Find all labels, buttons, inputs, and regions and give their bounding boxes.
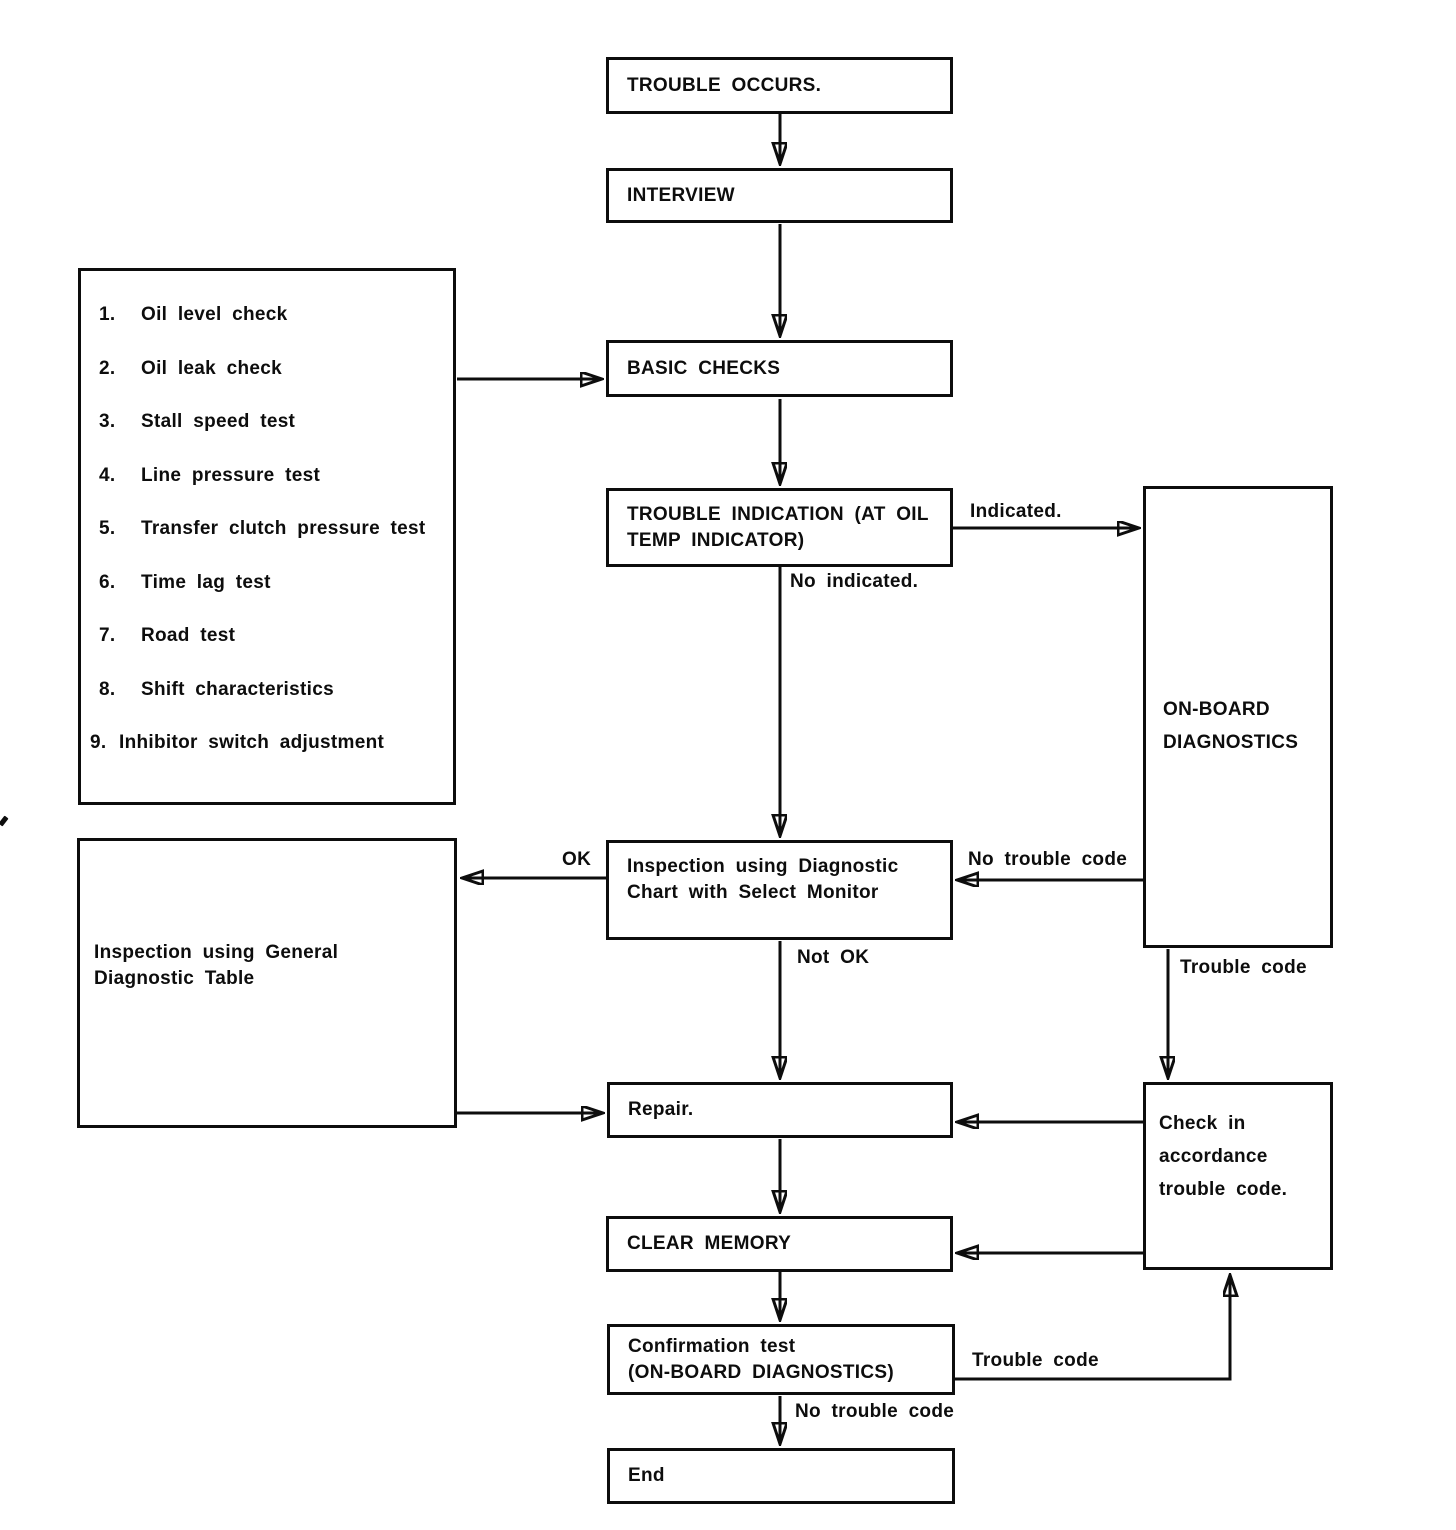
node-basic-checks-list: 1. Oil level check 2. Oil leak check 3. Stall… — [78, 268, 456, 805]
checklist-item: 1. Oil level check — [99, 302, 426, 356]
edge-label-ok: OK — [562, 849, 592, 870]
checklist-item: 8. Shift characteristics — [99, 677, 426, 731]
node-check-accordance-label: Check in accordance trouble code. — [1159, 1113, 1288, 1200]
checklist-item-text: Transfer clutch pressure test — [141, 518, 426, 539]
checklist-item-number: 7. — [99, 625, 116, 646]
node-confirmation-test-label: Confirmation test (ON-BOARD DIAGNOSTICS) — [628, 1335, 894, 1383]
node-onboard-diagnostics-label: ON-BOARD DIAGNOSTICS — [1163, 699, 1299, 753]
node-clear-memory-label: CLEAR MEMORY — [627, 1233, 792, 1254]
checklist-item: 6. Time lag test — [99, 570, 426, 624]
node-inspection-general-table: Inspection using General Diagnostic Tabl… — [77, 838, 457, 1128]
checklist-item-text: Oil level check — [141, 304, 288, 325]
edge-label-not-ok: Not OK — [797, 947, 870, 968]
checklist-item-number: 1. — [99, 304, 116, 325]
node-interview: INTERVIEW — [606, 168, 953, 223]
checklist-item-text: Oil leak check — [141, 357, 282, 379]
edge-label-no-trouble-code-select: No trouble code — [968, 849, 1128, 870]
basic-checks-list: 1. Oil level check 2. Oil leak check 3. Stall… — [81, 271, 426, 784]
edge-label-trouble-code-onboard: Trouble code — [1180, 957, 1307, 978]
node-repair: Repair. — [607, 1082, 953, 1138]
checklist-item-number: 4. — [99, 464, 116, 486]
node-end: End — [607, 1448, 955, 1504]
edge-label-no-trouble-code-confirm: No trouble code — [795, 1401, 955, 1422]
node-repair-label: Repair. — [628, 1099, 694, 1120]
checklist-item-number: 8. — [99, 678, 116, 700]
node-check-accordance: Check in accordance trouble code. — [1143, 1082, 1333, 1270]
checklist-item-text: Shift characteristics — [141, 678, 334, 700]
checklist-item-text: Line pressure test — [141, 464, 321, 486]
node-confirmation-test: Confirmation test (ON-BOARD DIAGNOSTICS) — [607, 1324, 955, 1395]
node-trouble-occurs-label: TROUBLE OCCURS. — [627, 74, 822, 96]
checklist-item-text: Inhibitor switch adjustment — [119, 732, 385, 753]
node-trouble-occurs: TROUBLE OCCURS. — [606, 57, 953, 114]
checklist-item: 7. Road test — [99, 623, 426, 677]
node-trouble-indication: TROUBLE INDICATION (AT OIL TEMP INDICATO… — [606, 488, 953, 567]
checklist-item-number: 3. — [99, 411, 116, 432]
scan-artifact — [0, 815, 9, 827]
edge-label-no-indicated: No indicated. — [790, 571, 919, 592]
checklist-item-number: 5. — [99, 518, 116, 539]
checklist-item-text: Time lag test — [141, 571, 271, 593]
checklist-item: 9. Inhibitor switch adjustment — [90, 730, 426, 784]
node-trouble-indication-label: TROUBLE INDICATION (AT OIL TEMP INDICATO… — [627, 503, 929, 551]
node-interview-label: INTERVIEW — [627, 184, 735, 206]
checklist-item: 3. Stall speed test — [99, 409, 426, 463]
node-inspection-select-monitor-label: Inspection using Diagnostic Chart with S… — [627, 856, 899, 903]
edge-label-trouble-code-confirm: Trouble code — [972, 1350, 1099, 1371]
edge-label-indicated: Indicated. — [970, 501, 1062, 522]
checklist-item: 5. Transfer clutch pressure test — [99, 516, 426, 570]
checklist-item: 2. Oil leak check — [99, 356, 426, 410]
node-onboard-diagnostics: ON-BOARD DIAGNOSTICS — [1143, 486, 1333, 948]
checklist-item-number: 9. — [90, 732, 107, 753]
node-basic-checks-label: BASIC CHECKS — [627, 357, 781, 379]
node-clear-memory: CLEAR MEMORY — [606, 1216, 953, 1272]
checklist-item-text: Road test — [141, 625, 236, 646]
node-end-label: End — [628, 1465, 665, 1486]
checklist-item-number: 6. — [99, 571, 116, 593]
checklist-item: 4. Line pressure test — [99, 463, 426, 517]
checklist-item-number: 2. — [99, 357, 116, 379]
checklist-item-text: Stall speed test — [141, 411, 296, 432]
node-basic-checks: BASIC CHECKS — [606, 340, 953, 397]
node-inspection-general-table-label: Inspection using General Diagnostic Tabl… — [94, 942, 339, 989]
node-inspection-select-monitor: Inspection using Diagnostic Chart with S… — [606, 840, 953, 940]
